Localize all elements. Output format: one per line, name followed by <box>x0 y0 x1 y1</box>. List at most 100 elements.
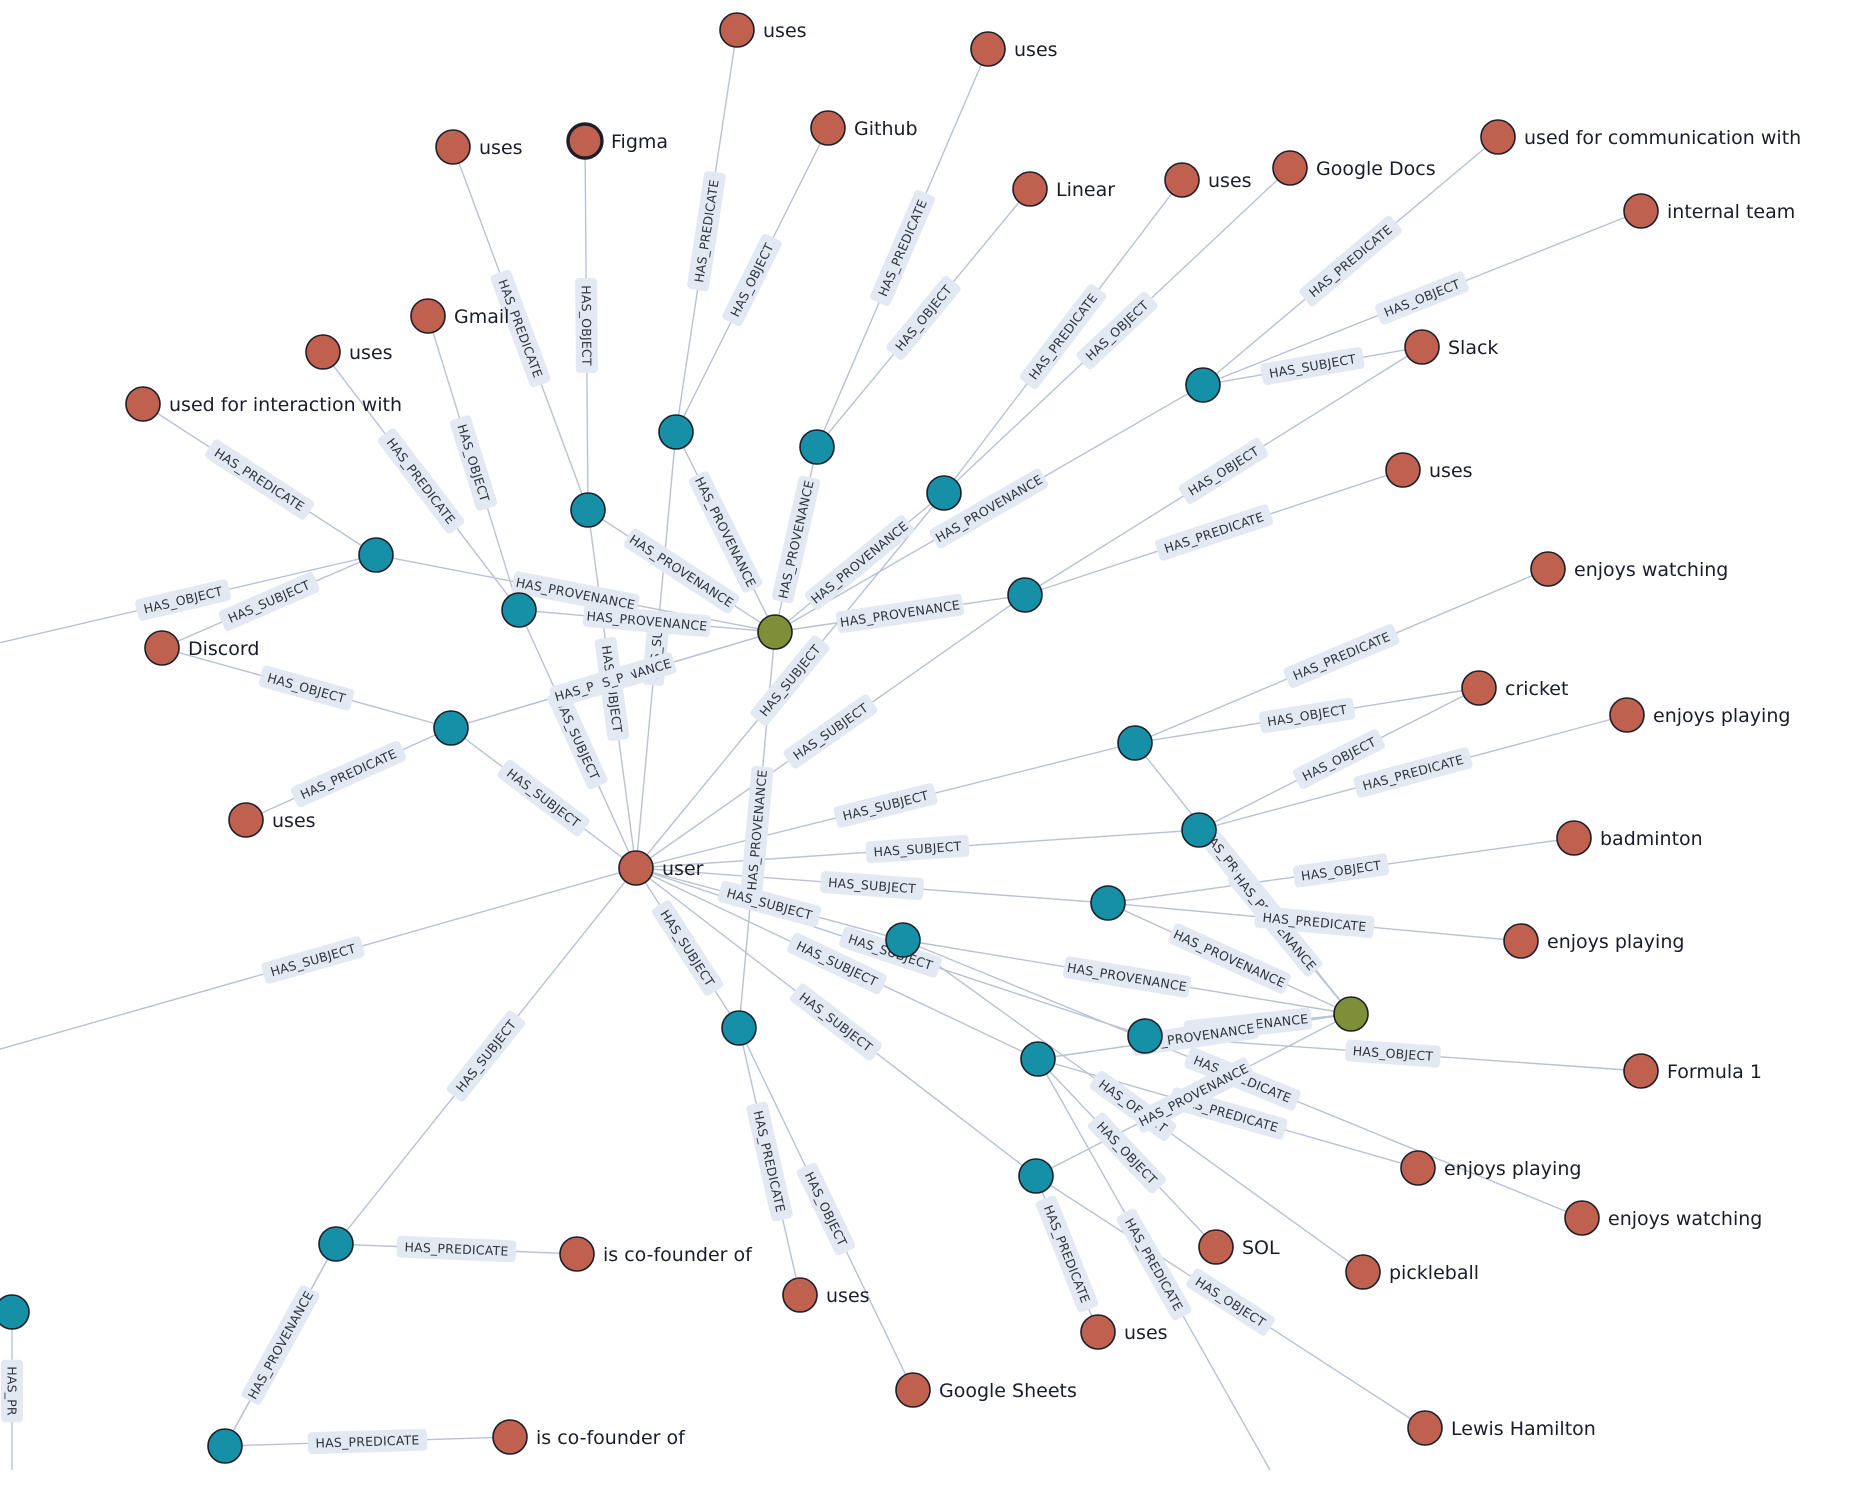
node-statement-s2[interactable] <box>799 429 835 465</box>
node-entity-n_badminton[interactable] <box>1556 820 1592 856</box>
node-statement-s18[interactable] <box>318 1226 354 1262</box>
edge-label-bg <box>135 579 231 621</box>
edge-label-bg <box>870 190 935 306</box>
node-provenance-p1[interactable] <box>757 614 793 650</box>
node-entity-n_cricket[interactable] <box>1461 670 1497 706</box>
node-statement-s6[interactable] <box>570 492 606 528</box>
edge-label-bg <box>204 439 315 520</box>
node-entity-n_pickle[interactable] <box>1345 1254 1381 1290</box>
node-entity-n_f1[interactable] <box>1623 1053 1659 1089</box>
edge-label-text: HAS_SUBJECT <box>226 577 313 626</box>
node-entity-n_enjplay1[interactable] <box>1609 697 1645 733</box>
node-entity-n_user[interactable] <box>618 850 654 886</box>
edge-label-bg <box>1133 1057 1254 1133</box>
node-entity-n_gsheets[interactable] <box>895 1372 931 1408</box>
node-statement-s3[interactable] <box>926 475 962 511</box>
node-entity-n_uses8[interactable] <box>1080 1314 1116 1350</box>
node-entity-n_uses4[interactable] <box>1385 452 1421 488</box>
node-entity-n_lewis[interactable] <box>1407 1410 1443 1446</box>
node-entity-n_enjwatch1[interactable] <box>1530 551 1566 587</box>
edge-label-text: HAS_SUBJECT <box>657 907 717 989</box>
edge-label-bg <box>740 765 774 895</box>
edge-label: HAS_PREDICATE <box>377 428 465 534</box>
edge-label: HAS_SUBJECT <box>717 880 822 928</box>
node-entity-n_sol[interactable] <box>1198 1229 1234 1265</box>
node-entity-n_uses7[interactable] <box>228 802 264 838</box>
node-entity-n_uses2[interactable] <box>970 31 1006 67</box>
edge-label: HAS_PREDICATE <box>290 740 407 808</box>
node-statement-s19[interactable] <box>207 1428 243 1464</box>
node-label: uses <box>1208 170 1252 192</box>
edge-label-bg <box>377 428 465 534</box>
node-statement-s10[interactable] <box>1117 725 1153 761</box>
node-statement-s1[interactable] <box>658 414 694 450</box>
node-statement-s7[interactable] <box>501 592 537 628</box>
node-entity-n_usedinter[interactable] <box>125 386 161 422</box>
edge-label: HAS_PREDICATE <box>204 439 315 520</box>
node-statement-s17[interactable] <box>721 1010 757 1046</box>
node-statement-s20[interactable] <box>0 1294 30 1330</box>
node-entity-n_gdocs[interactable] <box>1272 150 1308 186</box>
edge-label-text: HAS_SUBJECT <box>453 1017 520 1095</box>
node-label: Github <box>854 118 918 140</box>
edge-label: HAS_PREDICATE <box>1154 504 1274 561</box>
node-entity-n_uses5[interactable] <box>435 129 471 165</box>
node-label: uses <box>1429 460 1473 482</box>
edge-label: HAS_SUBJECT <box>790 983 882 1061</box>
node-statement-s14[interactable] <box>1020 1041 1056 1077</box>
node-label: enjoys watching <box>1608 1208 1762 1230</box>
node-statement-s16[interactable] <box>1018 1158 1054 1194</box>
node-statement-s4[interactable] <box>1185 367 1221 403</box>
edge-label-bg <box>1299 215 1402 307</box>
edge-label-text: HAS_PREDICATE <box>298 746 399 802</box>
edge-label: HAS_PROVENANCE <box>740 765 774 895</box>
edge-label-bg <box>261 936 365 984</box>
node-entity-n_figma[interactable] <box>566 122 604 160</box>
node-statement-s12[interactable] <box>1090 885 1126 921</box>
node-entity-n_enjwatch2[interactable] <box>1564 1200 1600 1236</box>
node-label: Figma <box>611 131 668 153</box>
edge-label-bg <box>1019 283 1107 390</box>
node-entity-n_slack[interactable] <box>1404 329 1440 365</box>
node-entity-n_enjplay2[interactable] <box>1503 923 1539 959</box>
node-entity-n_usedcomm[interactable] <box>1480 119 1516 155</box>
node-entity-n_discord[interactable] <box>144 630 180 666</box>
node-statement-s15[interactable] <box>885 922 921 958</box>
node-entity-n_uses6[interactable] <box>305 334 341 370</box>
node-entity-n_cofound2[interactable] <box>492 1419 528 1455</box>
node-statement-s13[interactable] <box>1127 1018 1163 1054</box>
node-entity-n_github[interactable] <box>810 110 846 146</box>
node-label: Gmail <box>454 306 509 328</box>
node-entity-n_uses1[interactable] <box>719 12 755 48</box>
node-entity-n_uses9[interactable] <box>782 1277 818 1313</box>
edge-label-bg <box>835 593 965 634</box>
edge-label-text: HAS_SUBJECT <box>553 696 603 782</box>
edge-label-bg <box>804 515 915 610</box>
edge-label-bg <box>865 834 970 864</box>
edge-label-text: HAS_PROVENANCE <box>245 1288 316 1401</box>
edge-label-text: HAS_OBJECT <box>1352 1043 1434 1064</box>
edge-label: S_P <box>592 664 634 696</box>
node-entity-n_enjplay3[interactable] <box>1400 1150 1436 1186</box>
node-statement-s9[interactable] <box>433 710 469 746</box>
edge-label: HAS_PREDICATE <box>307 1428 428 1455</box>
node-statement-s5[interactable] <box>1007 577 1043 613</box>
edge-label: HAS_PREDICATE <box>1035 1195 1099 1313</box>
node-entity-n_cofound1[interactable] <box>559 1236 595 1272</box>
edge-label-text: HAS_PREDICATE <box>315 1432 419 1450</box>
edge-label-text: HAS_SUBJECT <box>828 875 917 896</box>
node-entity-n_linear[interactable] <box>1012 171 1048 207</box>
node-statement-s8[interactable] <box>358 537 394 573</box>
node-entity-n_uses3[interactable] <box>1164 162 1200 198</box>
edge-label-bg <box>790 983 882 1061</box>
node-entity-n_internal[interactable] <box>1623 193 1659 229</box>
node-label: uses <box>479 137 523 159</box>
node-statement-s11[interactable] <box>1181 812 1217 848</box>
node-entity-n_gmail[interactable] <box>410 298 446 334</box>
edge-label: HAS_OBJECT <box>1178 438 1269 504</box>
edge-label-text: HAS_PROVENANCE <box>1066 960 1188 995</box>
node-provenance-p2[interactable] <box>1333 996 1369 1032</box>
node-label: is co-founder of <box>536 1427 686 1449</box>
edge-label: HAS_OBJECT <box>1258 697 1356 734</box>
